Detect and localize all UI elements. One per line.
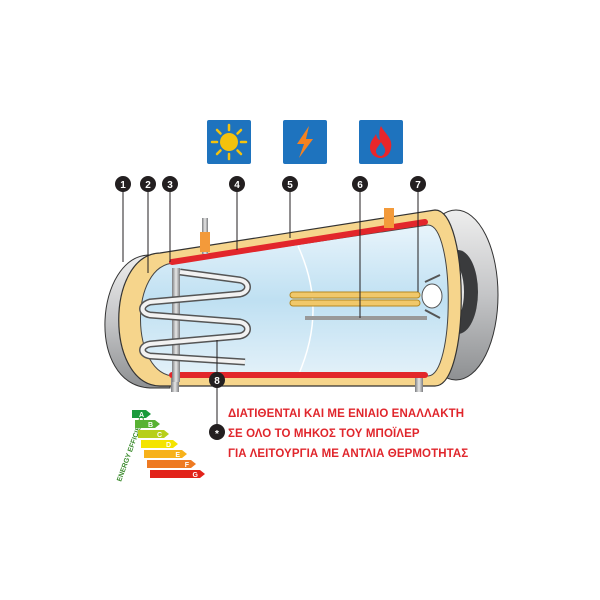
energy-grade-g: G	[150, 470, 205, 479]
lightning-icon	[297, 126, 313, 158]
marker-8: 8	[209, 372, 225, 388]
marker-7: 7	[410, 176, 426, 192]
energy-grade-letter: F	[185, 462, 190, 469]
energy-grade-bar	[138, 430, 169, 438]
coil-exchanger	[139, 268, 251, 382]
note-line-3: ΓΙΑ ΛΕΙΤΟΥΡΓΙΑ ΜΕ ΑΝΤΛΙΑ ΘΕΡΜΟΤΗΤΑΣ	[228, 448, 469, 460]
marker-4: 4	[229, 176, 245, 192]
top-pipe-right	[384, 208, 394, 228]
bottom-pipe-left	[171, 378, 179, 392]
energy-grade-bar	[132, 410, 151, 418]
lightning-icon-box	[283, 120, 327, 164]
energy-grade-e: E	[144, 450, 187, 459]
marker-asterisk: *	[209, 424, 225, 440]
energy-grade-letter: D	[166, 442, 171, 449]
marker-1: 1	[115, 176, 131, 192]
energy-grade-bar	[141, 440, 178, 448]
top-pipe-left-cap	[200, 232, 210, 252]
svg-text:7: 7	[415, 180, 421, 191]
energy-grade-letter: C	[157, 432, 162, 439]
energy-grade-b: B	[135, 420, 160, 429]
energy-grade-letter: A	[139, 412, 144, 419]
heating-band-top	[169, 219, 428, 265]
flame-icon-box	[359, 120, 403, 164]
marker-6: 6	[352, 176, 368, 192]
marker-3: 3	[162, 176, 178, 192]
electric-heating-element	[289, 274, 443, 320]
svg-text:*: *	[215, 429, 219, 440]
svg-text:8: 8	[214, 376, 220, 387]
energy-grade-c: C	[138, 430, 169, 439]
energy-grade-letter: G	[193, 472, 199, 479]
note-line-1: ΔΙΑΤΙΘΕΝΤΑΙ ΚΑΙ ΜΕ ΕΝΙΑΙΟ ΕΝΑΛΛΑΚΤΗ	[228, 408, 465, 420]
energy-grade-a: A	[132, 410, 151, 419]
energy-grade-bar	[135, 420, 160, 428]
bottom-pipe-right	[415, 378, 423, 392]
svg-text:4: 4	[234, 180, 240, 191]
svg-text:2: 2	[145, 180, 151, 191]
marker-5: 5	[282, 176, 298, 192]
energy-grade-d: D	[141, 440, 178, 449]
energy-grade-bar	[150, 470, 205, 478]
tank-seam	[297, 245, 314, 377]
sun-icon-box	[207, 120, 251, 164]
energy-grade-letter: B	[148, 422, 153, 429]
energy-grade-bar	[147, 460, 196, 468]
sun-icon	[210, 123, 248, 161]
energy-grade-f: F	[147, 460, 196, 469]
svg-text:3: 3	[167, 180, 173, 191]
svg-text:1: 1	[120, 180, 126, 191]
marker-2: 2	[140, 176, 156, 192]
note-line-2: ΣΕ ΟΛΟ ΤΟ ΜΗΚΟΣ ΤΟΥ ΜΠΟΪΛΕΡ	[228, 428, 420, 440]
svg-text:5: 5	[287, 180, 293, 191]
energy-grade-bar	[144, 450, 187, 458]
flame-icon	[370, 126, 392, 158]
energy-grade-letter: E	[175, 452, 180, 459]
svg-text:6: 6	[357, 180, 363, 191]
